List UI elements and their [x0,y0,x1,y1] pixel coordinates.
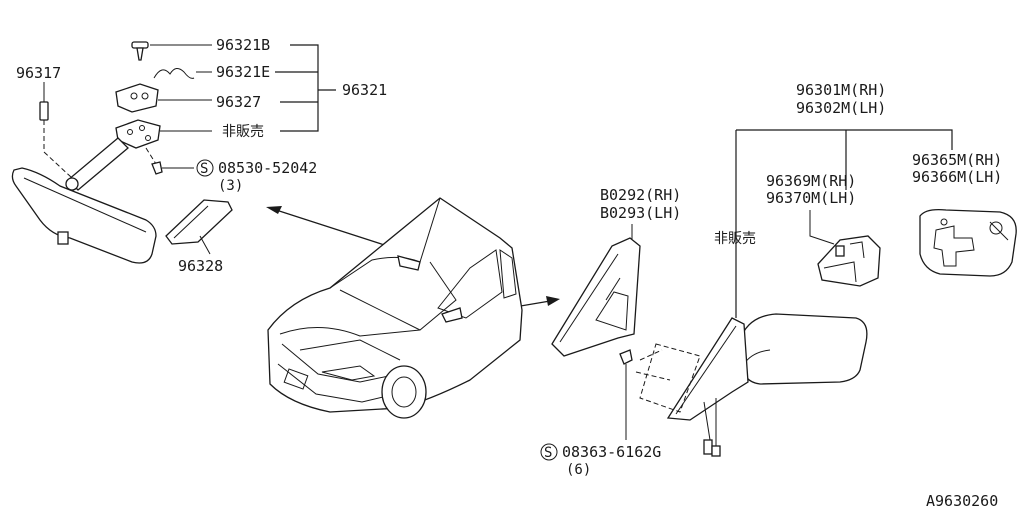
label-96327: 96327 [216,93,261,111]
label-96366M: 96366M(LH) [912,168,1002,186]
symbol-s-circle-left [196,159,214,177]
label-not-for-sale-left: 非販売 [222,124,264,140]
label-08530-52042: 08530-52042 [218,159,317,177]
label-96302M: 96302M(LH) [796,99,886,117]
arrowhead-right [546,296,560,306]
part-96328 [165,199,233,255]
side-window-rear [499,249,517,299]
license-plate [283,368,309,390]
label-B0293: B0293(LH) [600,204,681,222]
label-96321B: 96321B [216,36,270,54]
bracket-96321 [275,44,336,132]
part-96365M-glass [919,208,1017,277]
label-96301M: 96301M(RH) [796,81,886,99]
label-08363-6162G: 08363-6162G [562,443,661,461]
part-96321E [153,68,212,79]
hood-line [279,327,421,337]
arrowhead-left [266,206,282,214]
label-96328: 96328 [178,257,223,275]
diagram-ref-code: A9630260 [926,492,998,510]
mounting-guide [639,343,701,413]
vehicle-door-mirror [441,307,463,323]
part-screw-08363: S [540,349,633,461]
label-08530-qty: (3) [218,178,243,194]
mounting-guide-b [635,349,671,381]
vehicle-body [267,197,523,413]
part-96317 [39,82,73,179]
label-96365M: 96365M(RH) [912,151,1002,169]
label-96321: 96321 [342,81,387,99]
connector-b [711,445,721,457]
part-96369M-actuator [817,235,881,287]
part-96301M-housing [666,313,868,457]
mirror-arm [67,137,129,191]
part-96327 [115,83,212,113]
part-B0292-finisher [551,237,641,357]
wheel-hub [391,376,417,408]
label-96317: 96317 [16,64,61,82]
leader-96369M [809,210,835,245]
mirror-mount [115,119,212,149]
connector-a [703,439,713,455]
grille-top [281,343,399,383]
label-96321E: 96321E [216,63,270,81]
label-96369M: 96369M(RH) [766,172,856,190]
hood-crease [299,339,401,361]
label-not-for-sale-right: 非販売 [714,231,756,247]
door-mirror-group: 96301M(RH) 96302M(LH) 96365M(RH) 96366M(… [540,81,1017,478]
label-B0292: B0292(RH) [600,186,681,204]
arrow-to-mirror [269,207,401,251]
part-screw-08530: S [145,147,214,177]
symbol-s-right: S [544,445,552,461]
symbol-s-left: S [200,161,208,177]
vehicle-illustration [266,197,560,419]
part-96321B [131,41,212,61]
mirror-body [11,167,157,264]
headlight [321,365,376,381]
bracket-96301M [735,129,953,318]
symbol-s-circle-right [540,443,558,461]
label-96370M: 96370M(LH) [766,189,856,207]
mirror-base [666,317,749,421]
front-wheel [381,365,427,419]
rear-view-mirror-group: 96321B 96321E 96327 非販売 96321 [11,36,387,275]
label-08363-qty: (6) [566,462,591,478]
vehicle-inner-mirror [397,255,421,271]
